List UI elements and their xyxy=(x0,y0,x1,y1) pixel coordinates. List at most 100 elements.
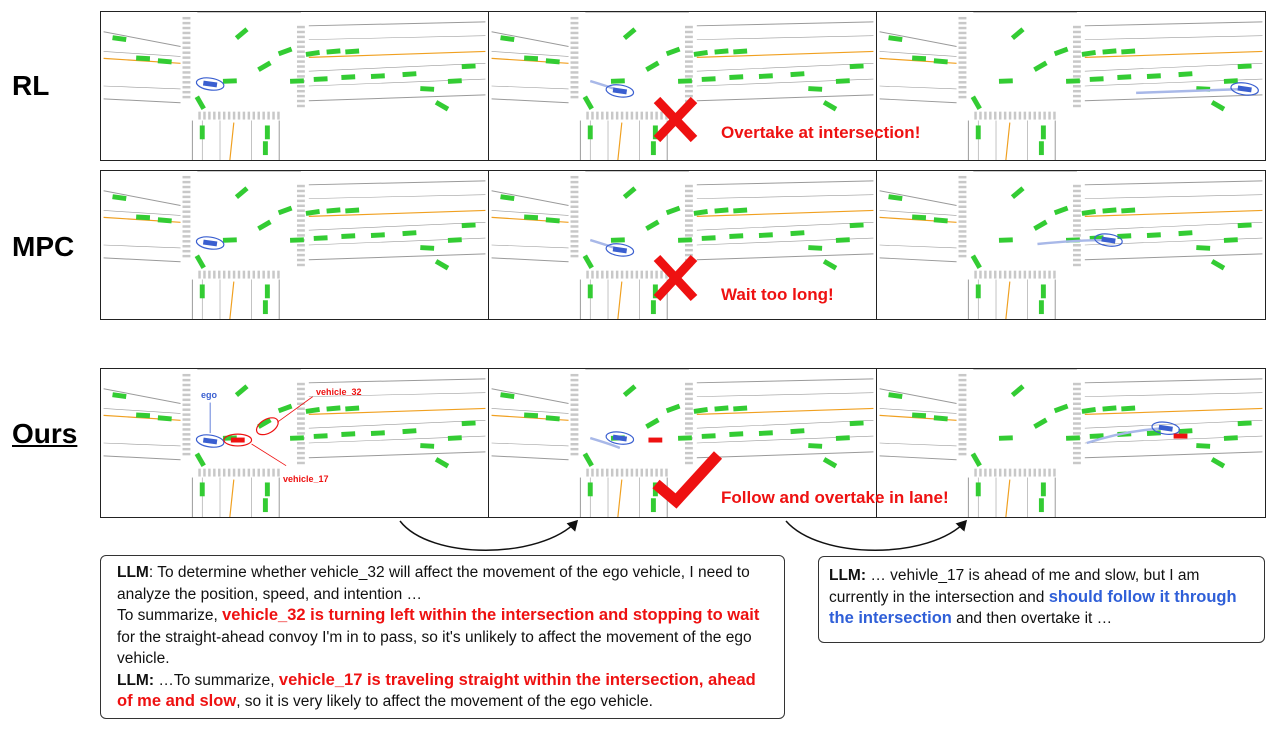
vehicle xyxy=(257,60,272,72)
vehicle xyxy=(1210,457,1226,469)
vehicle xyxy=(758,73,773,79)
ego-vehicle xyxy=(202,80,218,88)
llm-text-2-highlight: vehicle_32 is turning left within the in… xyxy=(222,606,760,624)
vehicle xyxy=(822,457,838,469)
vehicle xyxy=(998,435,1013,441)
vehicle xyxy=(1117,233,1132,239)
vehicle xyxy=(849,63,864,70)
vehicle xyxy=(264,284,270,299)
llm-reasoning-left: LLM: To determine whether vehicle_32 wil… xyxy=(100,555,785,719)
vehicle xyxy=(199,284,205,299)
vehicle xyxy=(524,214,539,221)
llm-text-1: : To determine whether vehicle_32 will a… xyxy=(117,564,750,603)
vehicle xyxy=(1223,435,1238,441)
vehicle xyxy=(305,209,320,216)
vehicle xyxy=(714,207,729,214)
vehicle xyxy=(345,48,360,55)
vehicle xyxy=(587,284,593,299)
vehicle xyxy=(677,237,692,243)
road-network xyxy=(879,12,1263,160)
vehicle xyxy=(545,58,560,65)
vehicle xyxy=(1237,222,1252,229)
ego-vehicle xyxy=(612,87,628,95)
vehicle xyxy=(587,125,593,140)
vehicle xyxy=(677,78,692,84)
vehicle xyxy=(758,430,773,436)
vehicle xyxy=(665,403,681,414)
vehicle xyxy=(998,237,1013,243)
vehicle xyxy=(610,78,625,84)
vehicle xyxy=(289,237,304,243)
vehicle xyxy=(1010,186,1025,200)
vehicle xyxy=(1146,232,1161,238)
vehicle xyxy=(222,78,237,84)
vehicle xyxy=(758,232,773,238)
vehicle xyxy=(234,384,249,398)
vehicle xyxy=(262,141,268,156)
vehicle xyxy=(524,412,539,419)
vehicle xyxy=(199,482,205,497)
ours-frame-3 xyxy=(876,368,1266,518)
vehicle xyxy=(500,392,515,400)
vehicle xyxy=(500,194,515,202)
vehicle xyxy=(970,95,982,110)
vehicle xyxy=(341,233,356,239)
vehicle xyxy=(701,76,716,82)
vehicle xyxy=(975,284,981,299)
vehicle xyxy=(1065,78,1080,84)
vehicle xyxy=(714,48,729,55)
vehicle xyxy=(1117,74,1132,80)
vehicle xyxy=(888,194,903,202)
vehicle xyxy=(1121,405,1136,412)
vehicle xyxy=(277,46,293,57)
vehicle xyxy=(1081,209,1096,216)
vehicle xyxy=(835,78,850,84)
vehicle xyxy=(693,50,708,57)
vehicle xyxy=(645,60,660,72)
vehicle xyxy=(1065,435,1080,441)
vehicle xyxy=(933,58,948,65)
road-network xyxy=(103,171,486,319)
vehicle xyxy=(790,428,805,435)
vehicle xyxy=(500,35,515,43)
vehicle xyxy=(888,35,903,43)
vehicle xyxy=(194,254,206,269)
mpc-frame-1 xyxy=(100,170,489,320)
vehicle xyxy=(733,405,748,412)
vehicle xyxy=(808,86,823,92)
vehicle xyxy=(729,74,744,80)
vehicle xyxy=(157,58,172,65)
vehicle xyxy=(305,50,320,57)
vehicle xyxy=(402,230,417,237)
ego-vehicle xyxy=(1158,424,1173,432)
rl-frame-3 xyxy=(876,11,1266,161)
vehicle xyxy=(822,100,838,112)
vehicle xyxy=(157,415,172,422)
ego-vehicle xyxy=(1237,85,1252,93)
vehicle xyxy=(808,245,823,251)
ego-label: ego xyxy=(201,390,218,400)
road-network xyxy=(103,369,486,517)
row-label-ours: Ours xyxy=(12,418,78,449)
vehicle-17-label: vehicle_17 xyxy=(283,474,329,484)
vehicle xyxy=(1102,405,1117,412)
ego-vehicle xyxy=(1101,236,1116,244)
ego-vehicle xyxy=(202,437,218,445)
vehicle xyxy=(1178,71,1193,78)
llm-text-3-pre: …To summarize, xyxy=(154,671,279,689)
vehicle xyxy=(645,219,660,231)
road-network xyxy=(491,12,874,160)
vehicle xyxy=(257,417,272,429)
vehicle xyxy=(582,452,594,467)
vehicle xyxy=(701,433,716,439)
vehicle xyxy=(610,237,625,243)
vehicle xyxy=(835,435,850,441)
vehicle xyxy=(545,415,560,422)
vehicle xyxy=(262,300,268,315)
vehicle xyxy=(998,78,1013,84)
llm-reasoning-right: LLM: … vehivle_17 is ahead of me and slo… xyxy=(818,556,1265,643)
vehicle xyxy=(313,235,328,241)
vehicle xyxy=(1010,27,1025,41)
vehicle xyxy=(1210,100,1226,112)
vehicle xyxy=(289,78,304,84)
